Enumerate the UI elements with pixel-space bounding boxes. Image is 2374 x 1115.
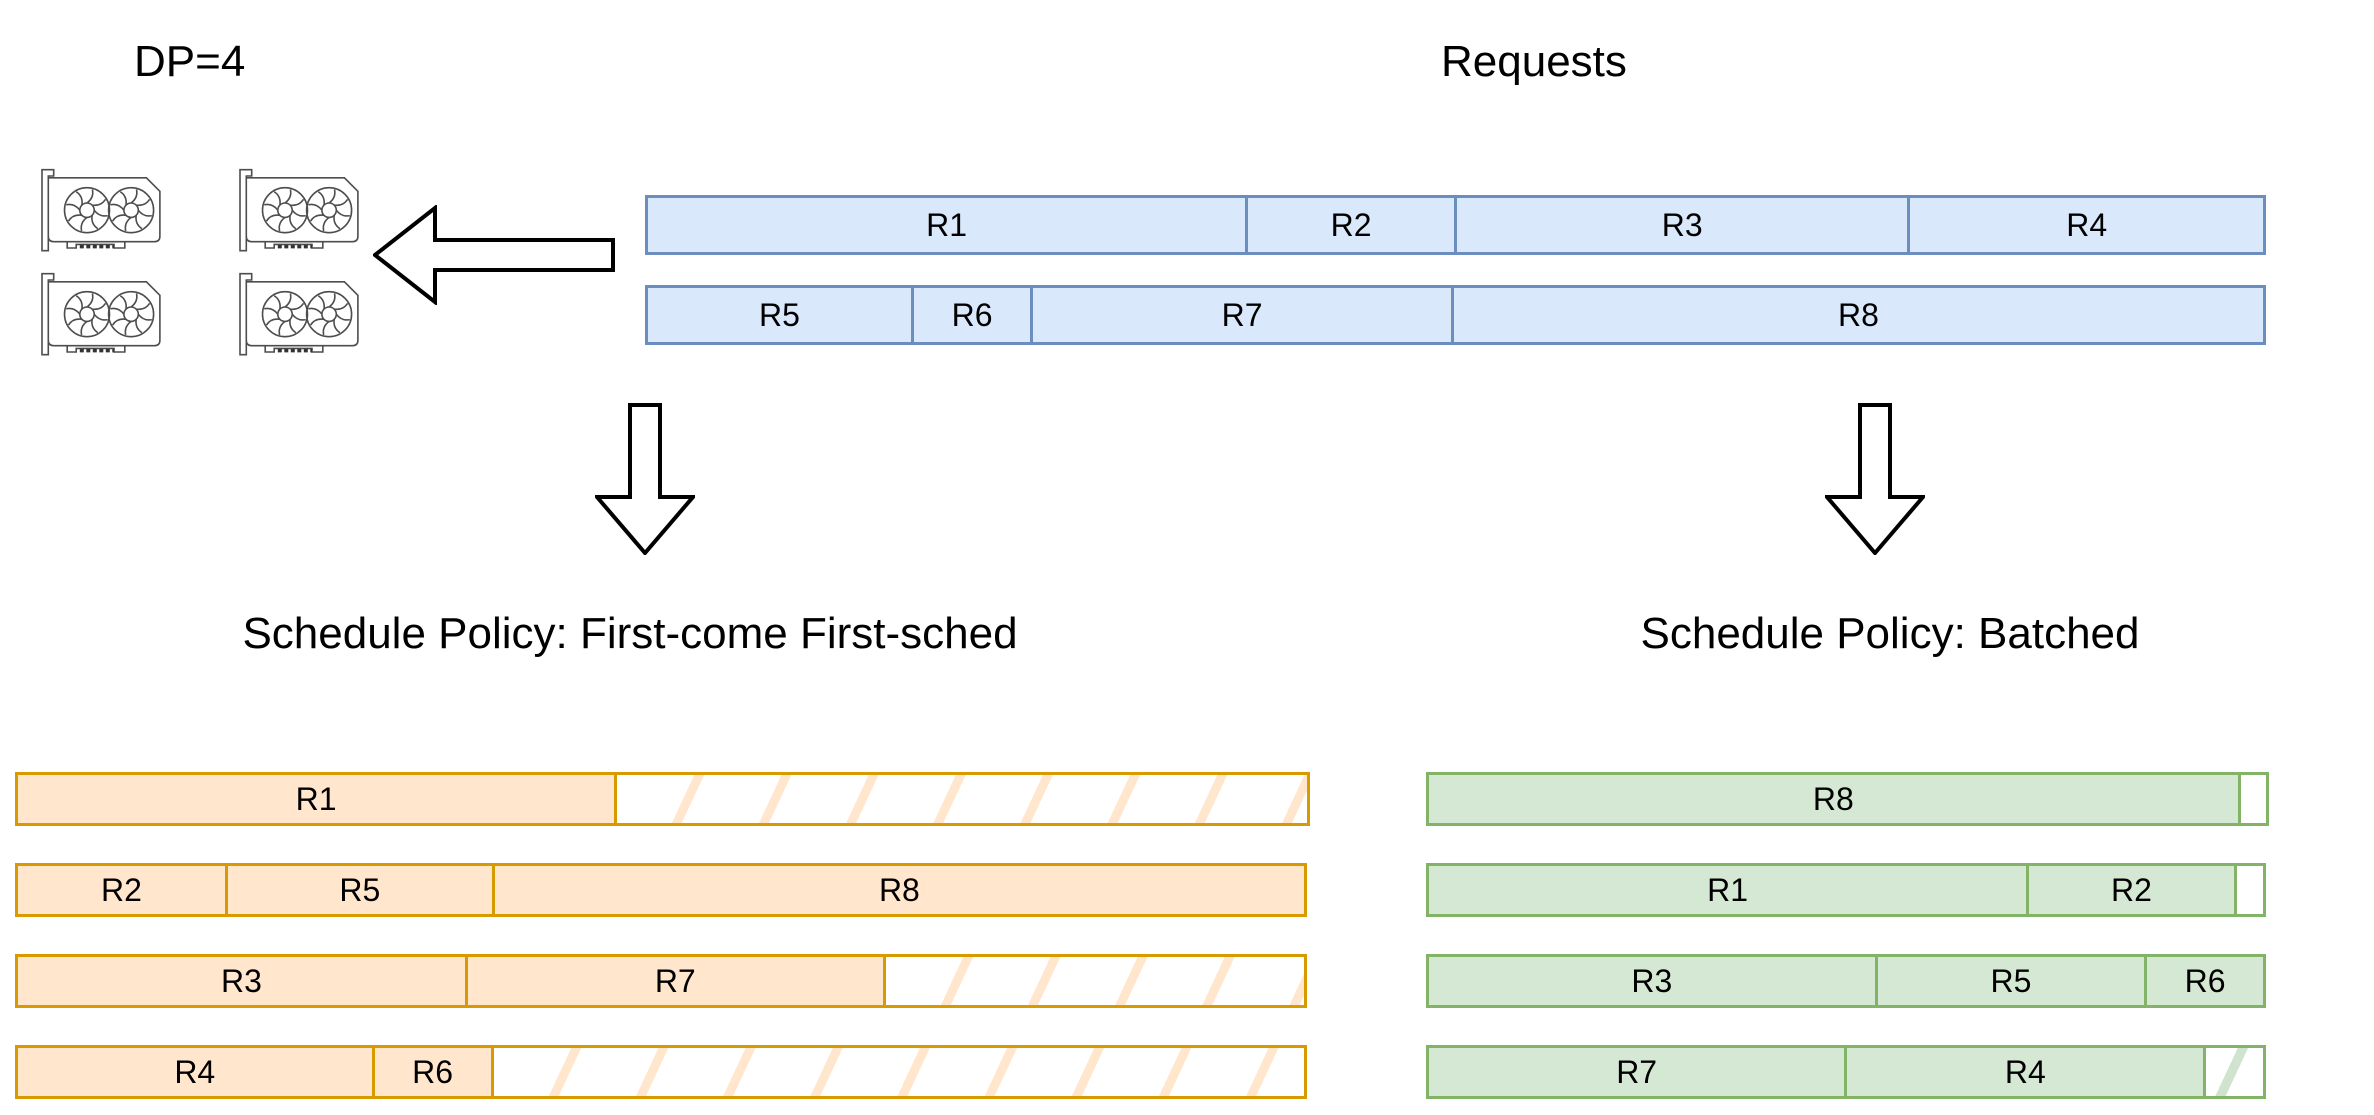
- bar-segment-r3: R3: [15, 954, 468, 1008]
- batched-gpu1-row: R8: [1426, 772, 2272, 826]
- dp-label: DP=4: [134, 37, 246, 86]
- arrow-down-right-icon: [1825, 403, 1925, 555]
- bar-segment-r6: R6: [910, 285, 1034, 345]
- arrow-left-icon: [373, 205, 615, 305]
- batched-gpu3-row: R3 R5 R6: [1426, 954, 2272, 1008]
- bar-segment-r1: R1: [1426, 863, 2030, 917]
- hatch-segment: [490, 1045, 1307, 1099]
- bar-segment-r2: R2: [15, 863, 228, 917]
- gpu-icon: [42, 274, 160, 355]
- bar-segment-label: R2: [2111, 871, 2152, 908]
- hatch-segment: [2203, 1045, 2266, 1099]
- bar-segment-label: R3: [221, 962, 262, 999]
- bar-segment-r4: R4: [1844, 1045, 2207, 1099]
- bar-segment-label: R4: [174, 1053, 216, 1090]
- bar-segment-label: R3: [1631, 962, 1673, 999]
- empty-segment: [2237, 772, 2269, 826]
- bar-segment-r8: R8: [1426, 772, 2241, 826]
- bar-segment-label: R3: [1661, 206, 1703, 243]
- bar-segment-label: R1: [1707, 871, 1749, 908]
- bar-segment-label: R5: [759, 296, 800, 333]
- requests-row-1: R1 R2 R3 R4: [645, 195, 2275, 255]
- arrow-down-left-icon: [595, 403, 695, 555]
- bar-segment-r5: R5: [224, 863, 495, 917]
- bar-segment-r1: R1: [15, 772, 618, 826]
- gpu-icon: [240, 170, 358, 251]
- bar-segment-r2: R2: [1245, 195, 1457, 255]
- bar-segment-label: R2: [1330, 206, 1372, 243]
- bar-segment-r8: R8: [1450, 285, 2266, 345]
- bar-segment-r7: R7: [1426, 1045, 1848, 1099]
- bar-segment-label: R1: [926, 206, 967, 243]
- gpu-cluster: [33, 164, 365, 362]
- hatch-segment: [882, 954, 1307, 1008]
- bar-segment-r5: R5: [645, 285, 914, 345]
- bar-segment-label: R7: [1616, 1053, 1658, 1090]
- fcfs-gpu2-row: R2 R5 R8: [15, 863, 1313, 917]
- bar-segment-label: R6: [2184, 962, 2226, 999]
- bar-segment-r3: R3: [1426, 954, 1878, 1008]
- bar-segment-label: R1: [295, 780, 337, 817]
- bar-segment-label: R5: [339, 871, 381, 908]
- bar-segment-label: R7: [1221, 296, 1263, 333]
- bar-segment-r6: R6: [371, 1045, 494, 1099]
- bar-segment-r4: R4: [15, 1045, 375, 1099]
- bar-segment-r7: R7: [465, 954, 886, 1008]
- bar-segment-label: R6: [951, 296, 993, 333]
- bar-segment-label: R7: [654, 962, 696, 999]
- bar-segment-r2: R2: [2026, 863, 2237, 917]
- bar-segment-label: R6: [412, 1053, 453, 1090]
- hatch-segment: [614, 772, 1310, 826]
- bar-segment-label: R5: [1990, 962, 2032, 999]
- bar-segment-r7: R7: [1030, 285, 1454, 345]
- bar-segment-r6: R6: [2144, 954, 2266, 1008]
- fcfs-policy-title: Schedule Policy: First-come First-sched: [242, 609, 1018, 658]
- bar-segment-label: R4: [2004, 1053, 2046, 1090]
- batched-gpu2-row: R1 R2: [1426, 863, 2272, 917]
- batched-gpu4-row: R7 R4: [1426, 1045, 2272, 1099]
- bar-segment-label: R8: [1838, 296, 1879, 333]
- bar-segment-label: R8: [1812, 780, 1854, 817]
- bar-segment-r4: R4: [1907, 195, 2266, 255]
- empty-segment: [2233, 863, 2266, 917]
- bar-segment-r1: R1: [645, 195, 1249, 255]
- bar-segment-label: R8: [878, 871, 920, 908]
- bar-segment-r3: R3: [1453, 195, 1911, 255]
- gpu-icon: [42, 170, 160, 251]
- requests-row-2: R5 R6 R7 R8: [645, 285, 2275, 345]
- bar-segment-label: R2: [100, 871, 142, 908]
- fcfs-gpu4-row: R4 R6: [15, 1045, 1313, 1099]
- batched-policy-title: Schedule Policy: Batched: [1640, 609, 2140, 658]
- fcfs-gpu3-row: R3 R7: [15, 954, 1313, 1008]
- bar-segment-label: R4: [2066, 206, 2108, 243]
- bar-segment-r5: R5: [1874, 954, 2148, 1008]
- requests-label: Requests: [1441, 37, 1627, 86]
- gpu-icon: [240, 274, 358, 355]
- fcfs-gpu1-row: R1: [15, 772, 1313, 826]
- bar-segment-r8: R8: [491, 863, 1307, 917]
